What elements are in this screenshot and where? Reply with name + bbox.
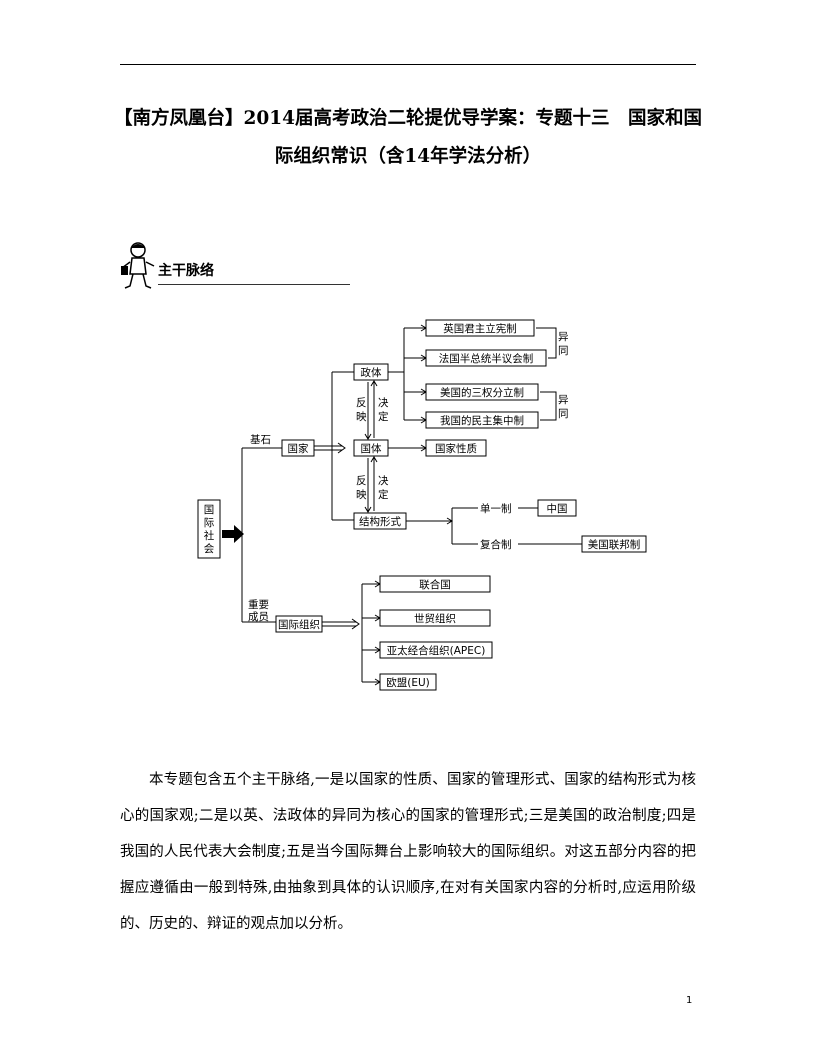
org-2: 世贸组织: [414, 612, 456, 625]
reflect-label-2a: 反: [356, 475, 367, 487]
intl-org-box: [275, 615, 323, 633]
danyi-example: 中国: [547, 502, 568, 515]
header-rule: [120, 64, 696, 65]
decide-label-1b: 定: [378, 410, 389, 423]
yitong-label-2a: 异: [558, 394, 569, 406]
zhengti-label: 政体: [361, 366, 382, 379]
decide-label-1a: 决: [378, 397, 389, 409]
fuhe-example-box: [581, 535, 647, 553]
page-number: 1: [686, 995, 693, 1006]
root-arrow-icon: [222, 525, 244, 543]
org-1: 联合国: [419, 578, 451, 591]
branch-bottom-label-1: 重要: [248, 598, 269, 611]
reflect-label-1b: 映: [356, 411, 367, 423]
org-2-box: [379, 609, 491, 627]
reflect-label-1a: 反: [356, 397, 367, 409]
org-3-box: [379, 641, 493, 659]
zhengti-item-2-box: [425, 349, 547, 367]
guoti-item: 国家性质: [435, 442, 477, 455]
branch-top-label: 基石: [250, 433, 271, 446]
decide-label-2b: 定: [378, 488, 389, 501]
guoti-label: 国体: [361, 443, 382, 455]
danyi-example-box: [537, 499, 577, 517]
body-paragraph: 本专题包含五个主干脉络,一是以国家的性质、国家的管理形式、国家的结构形式为核心的…: [120, 772, 696, 932]
concept-diagram: 国 际 社 会 基石 重要 成员 国家 政体 国体 结构形式 反 映 决 定 反…: [197, 319, 647, 691]
zhengti-item-3-box: [425, 383, 539, 401]
zhengti-item-1: 英国君主立宪制: [443, 322, 517, 335]
branch-bottom-label-2: 成员: [248, 611, 269, 623]
guoti-item-box: [425, 439, 487, 457]
fuhe-label: 复合制: [480, 538, 512, 551]
root-box: [197, 499, 221, 559]
mascot-icon: [120, 242, 155, 289]
jiegou-label: 结构形式: [359, 515, 401, 528]
org-1-box: [379, 575, 491, 593]
page-title: 【南方凤凰台】2014届高考政治二轮提优导学案：专题十三 国家和国际组织常识（含…: [114, 108, 702, 167]
zhengti-item-4-box: [425, 411, 539, 429]
zhengti-item-4: 我国的民主集中制: [440, 414, 524, 427]
state-box: [281, 439, 315, 457]
root-label-1: 国: [204, 504, 215, 516]
zhengti-item-3: 美国的三权分立制: [440, 386, 524, 399]
reflect-label-2b: 映: [356, 489, 367, 501]
section-header: 主干脉络: [118, 240, 350, 292]
root-label-3: 社: [204, 529, 215, 542]
yitong-label-1b: 同: [558, 345, 569, 357]
org-3: 亚太经合组织(APEC): [387, 644, 486, 657]
org-4: 欧盟(EU): [386, 677, 430, 689]
zhengti-item-1-box: [425, 319, 535, 337]
decide-label-2a: 决: [378, 475, 389, 487]
yitong-label-2b: 同: [558, 408, 569, 420]
org-4-box: [379, 673, 437, 691]
section-rule: [158, 284, 350, 285]
intl-org-label: 国际组织: [278, 618, 320, 631]
root-label-4: 会: [204, 542, 215, 555]
fuhe-example: 美国联邦制: [588, 538, 641, 551]
state-label: 国家: [288, 442, 309, 455]
zhengti-item-2: 法国半总统半议会制: [439, 352, 534, 365]
section-label: 主干脉络: [158, 263, 214, 279]
danyi-label: 单一制: [480, 502, 512, 515]
root-label-2: 际: [204, 517, 215, 529]
yitong-label-1a: 异: [558, 331, 569, 343]
